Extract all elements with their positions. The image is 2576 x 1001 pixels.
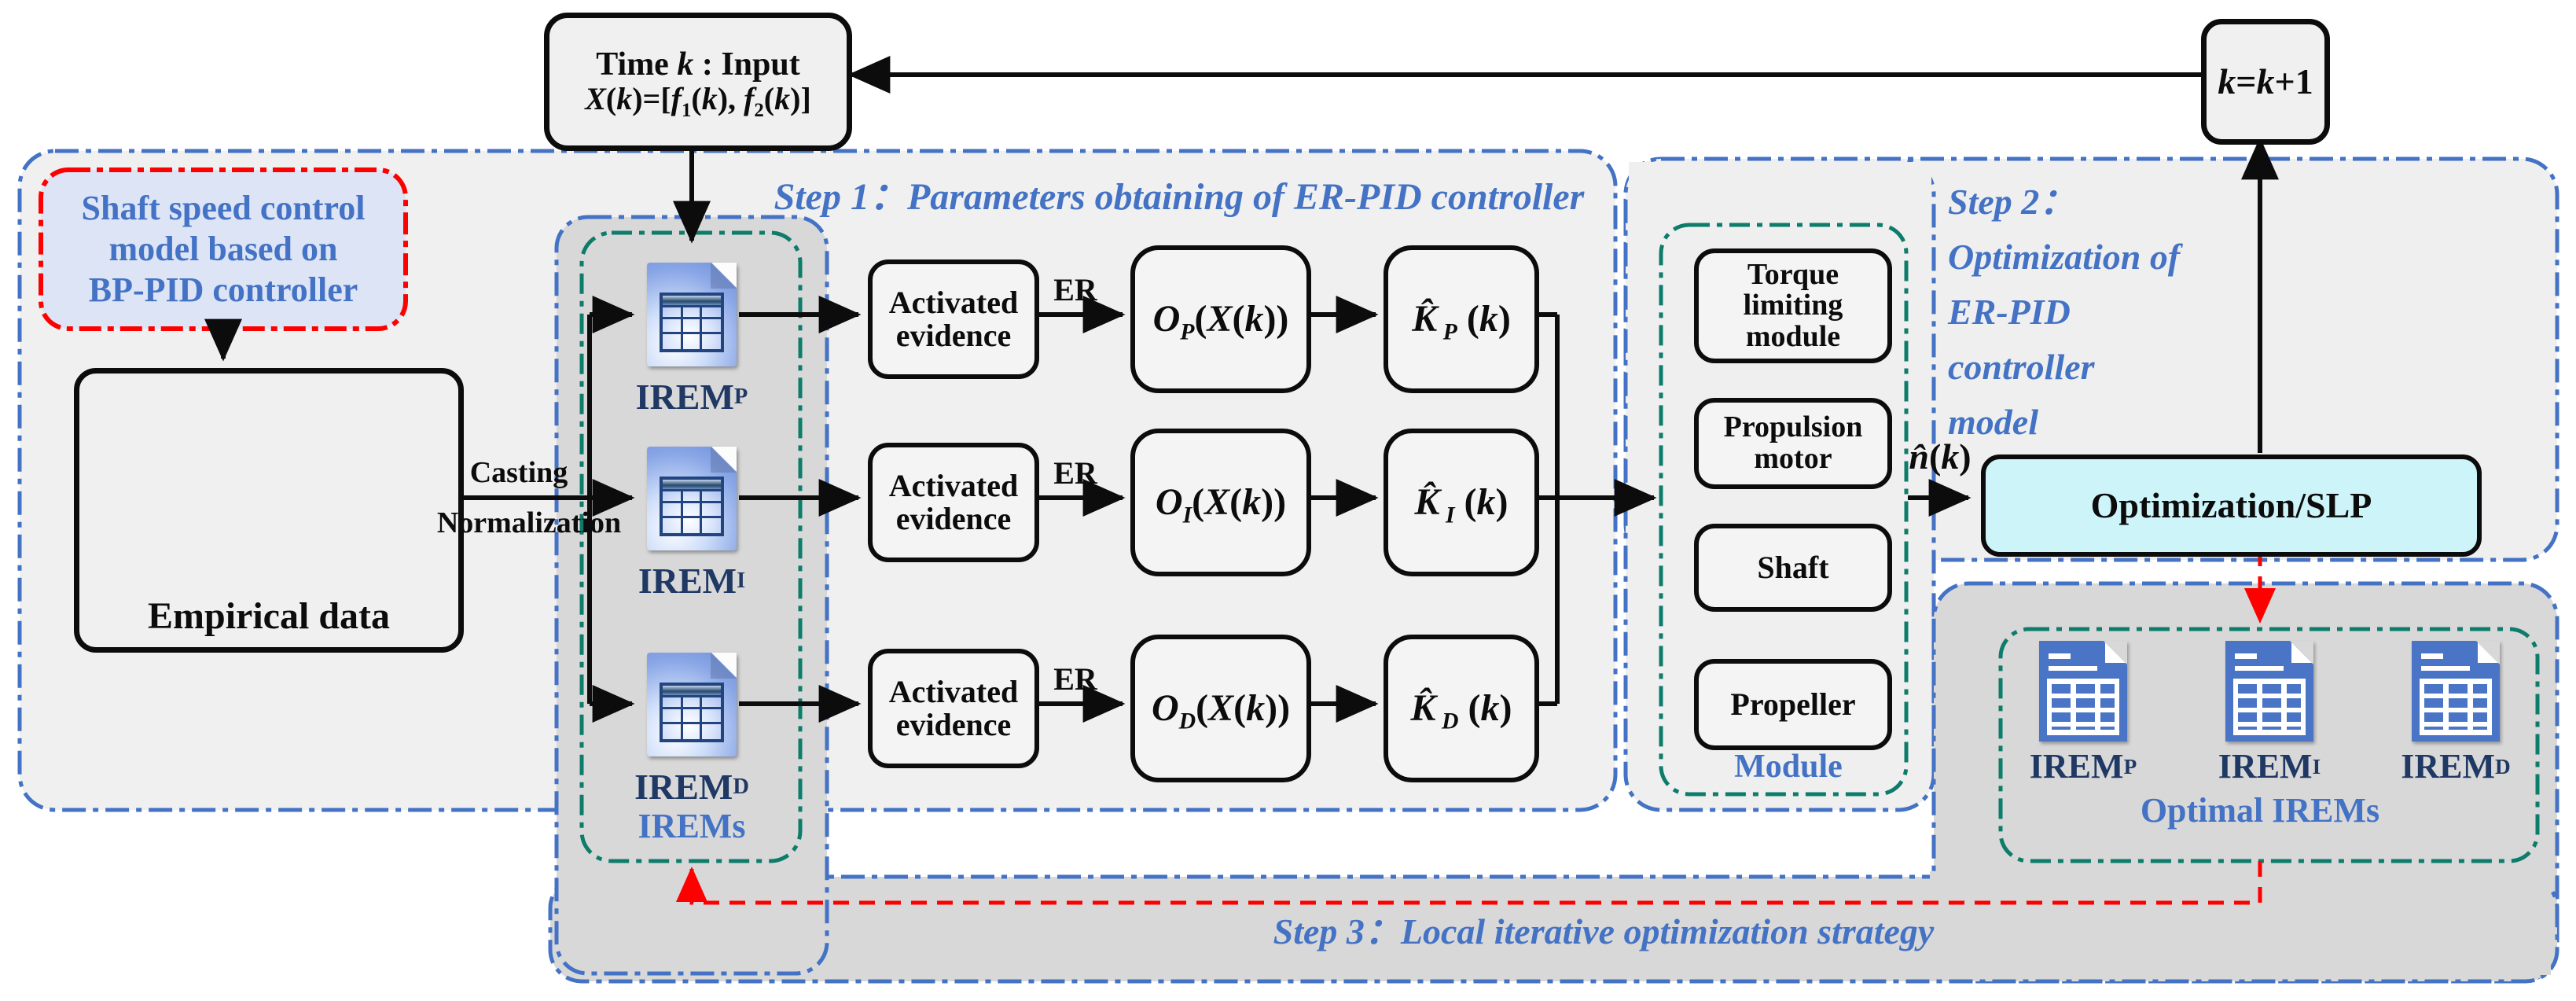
time-input-line2: X(k)=[f1(k), f2(k)] [585,81,811,122]
grid-header [663,296,721,307]
observation-text-d: OD(X(k)) [1151,687,1291,734]
optimization-slp-text: Optimization/SLP [2090,485,2372,526]
step3-title: Step 3：Local iterative optimization stra… [1273,911,1935,951]
iremp-spreadsheet-icon [647,263,737,366]
step3-patch [1930,871,2551,975]
optimal-iremd-document-icon [2412,641,2500,742]
step1-title: Step 1：Parameters obtaining of ER-PID co… [774,175,1585,218]
gain-box-p: K̂ P (k) [1384,245,1539,393]
red-feedback-path [676,550,2276,905]
propeller-text: Propeller [1730,686,1856,723]
er-label-p: ER [1053,272,1097,307]
gain-text-i: K̂ I (k) [1414,481,1508,528]
propeller-box: Propeller [1694,659,1892,750]
iremi-spreadsheet-icon [647,447,737,550]
k-increment-box: k=k+1 [2201,19,2330,145]
empirical-data-label: Empirical data [148,595,390,638]
step2-title-line3: ER-PID [1948,292,2071,332]
gain-text-d: K̂ D (k) [1410,687,1512,734]
shaft-text: Shaft [1757,550,1829,586]
empirical-data-box: Empirical data [74,368,464,653]
step2-title-line2: Optimization of [1948,237,2181,277]
optimal-iremp-document-icon [2039,641,2127,742]
time-input-line1: Time k : Input [596,46,800,83]
optimal-irems-teal-container [1998,627,2540,863]
gain-box-i: K̂ I (k) [1384,429,1539,576]
observation-text-i: OI(X(k)) [1155,481,1287,528]
gain-text-p: K̂ P (k) [1412,298,1511,345]
shaft-model-line2: model based on [108,230,338,269]
normalization-label: Normalization [436,506,622,540]
irems-group-label: IREMs [638,806,746,845]
optimization-slp-box: Optimization/SLP [1981,454,2482,557]
k-increment-label: k=k+1 [2218,61,2313,102]
optimal-irems-group-label: Optimal IREMs [2140,790,2380,830]
step2-title-line4: controller [1948,347,2095,387]
shaft-box: Shaft [1694,524,1892,612]
observation-box-d: OD(X(k)) [1130,635,1311,782]
observation-box-p: OP(X(k)) [1130,245,1311,393]
shaft-model-line1: Shaft speed control [81,189,366,228]
observation-text-p: OP(X(k)) [1152,298,1289,345]
iremd-spreadsheet-icon [647,653,737,756]
shaft-model-line3: BP-PID controller [88,270,358,309]
step2-title-line1: Step 2： [1948,182,2076,222]
casting-label: Casting [469,456,568,490]
time-input-box: Time k : Input X(k)=[f1(k), f2(k)] [544,13,852,151]
step2-title: Step 2： Optimization of ER-PID controlle… [1948,175,2239,458]
black-connectors [204,56,2279,723]
module-label: Module [1734,748,1843,785]
fold-corner [711,263,737,288]
observation-box-i: OI(X(k)) [1130,429,1311,576]
gain-box-d: K̂ D (k) [1384,635,1539,782]
module-teal-container [1659,223,1909,797]
optimal-iremi-document-icon [2225,641,2313,742]
step2-title-line5: model [1948,402,2038,442]
shaft-model-box: Shaft speed control model based on BP-PI… [49,178,398,321]
nhat-label: n̂(k) [1909,436,1972,477]
irems-teal-container [579,230,803,863]
er-label-d: ER [1053,661,1097,697]
grid [660,293,724,352]
er-label-i: ER [1053,455,1097,491]
